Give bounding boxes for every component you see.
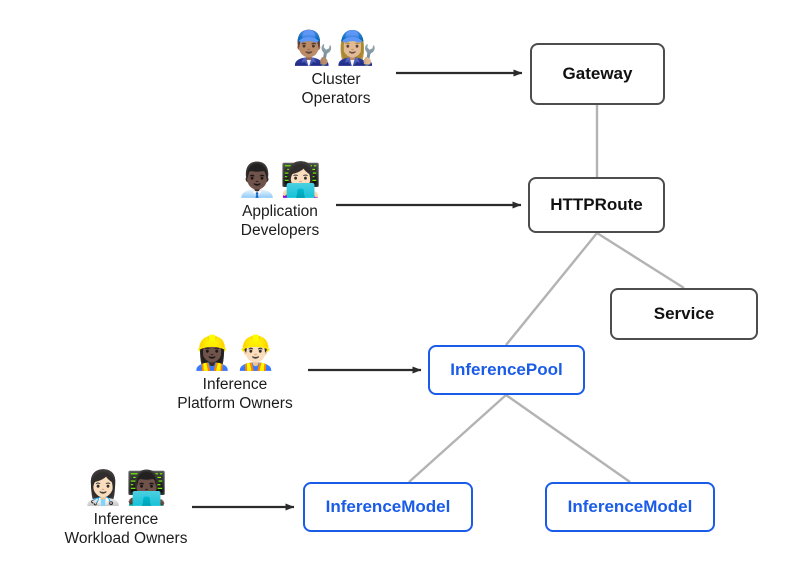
node-httproute[interactable]: HTTPRoute [528,177,665,233]
persona-label: Inference Platform Owners [177,375,292,413]
office-worker-technologist-pair-icon: 👨🏿‍💼👩🏻‍💻 [236,161,324,198]
node-inferencemodel-2[interactable]: InferenceModel [545,482,715,532]
node-service-label: Service [653,304,715,323]
persona-label-line-1: Application [242,203,318,220]
node-gateway-label: Gateway [562,64,633,83]
persona-inference-platform-owners: 👷🏿‍♀️👷🏻‍♂️ Inference Platform Owners [135,333,335,413]
node-inferencepool-label: InferencePool [450,360,563,379]
persona-label: Cluster Operators [302,70,371,108]
persona-label-line-2: Workload Owners [64,530,188,547]
persona-label-line-2: Platform Owners [177,395,293,412]
construction-worker-pair-icon: 👷🏿‍♀️👷🏻‍♂️ [191,334,279,371]
edge-inferencepool-inferencemodel-1 [408,394,507,483]
persona-label-line-1: Inference [93,511,159,528]
node-service[interactable]: Service [610,288,758,340]
persona-application-developers: 👨🏿‍💼👩🏻‍💻 Application Developers [180,160,380,240]
persona-label-line-1: Cluster [311,71,361,88]
node-gateway[interactable]: Gateway [530,43,665,105]
persona-label-line-2: Operators [301,90,371,107]
node-inferencemodel-label: InferenceModel [567,497,693,516]
persona-inference-workload-owners: 👩🏻‍⚕️👨🏿‍💻 Inference Workload Owners [26,468,226,548]
persona-label: Inference Workload Owners [65,510,188,548]
edge-httproute-inferencepool [505,232,598,346]
health-worker-technologist-pair-icon: 👩🏻‍⚕️👨🏿‍💻 [82,469,170,506]
node-httproute-label: HTTPRoute [550,195,643,214]
persona-label-line-2: Developers [240,222,320,239]
mechanic-pair-icon: 👨🏽‍🔧👩🏼‍🔧 [292,29,380,66]
persona-cluster-operators: 👨🏽‍🔧👩🏼‍🔧 Cluster Operators [236,28,436,108]
edge-inferencepool-inferencemodel-2 [505,394,631,483]
node-inferencemodel-1[interactable]: InferenceModel [303,482,473,532]
edge-httproute-service [596,231,685,290]
persona-label: Application Developers [241,202,319,240]
node-inferencepool[interactable]: InferencePool [428,345,585,395]
node-inferencemodel-label: InferenceModel [325,497,451,516]
persona-label-line-1: Inference [202,376,268,393]
